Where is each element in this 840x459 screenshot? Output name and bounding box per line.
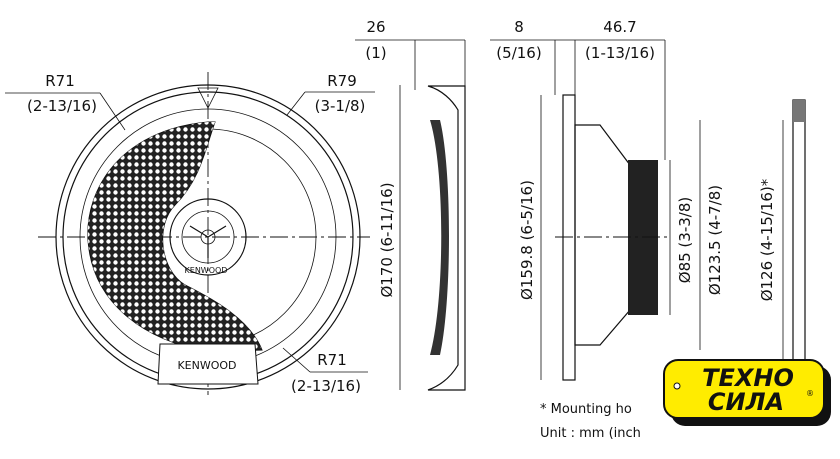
top-marker-icon <box>197 87 219 109</box>
tweeter-ring <box>181 210 235 264</box>
grille-holes <box>87 122 262 352</box>
r71-top-mm: R71 <box>45 72 75 90</box>
r71-bottom-inch: (2-13/16) <box>291 377 361 395</box>
r71-top-inch: (2-13/16) <box>27 97 97 115</box>
logo-hole <box>673 382 681 390</box>
flange-8-mm: 8 <box>514 18 524 36</box>
depth-46-mm: 46.7 <box>603 18 636 36</box>
tweeter-housing <box>169 198 247 276</box>
logo-badge <box>663 359 825 419</box>
speaker-side-view: Ø159.8 (6-5/16) Ø85 (3-3/8) Ø123.5 (4-7/… <box>490 18 724 381</box>
center-brand-label: KENWOOD <box>185 266 228 275</box>
mounting-panel <box>792 99 806 371</box>
front-view: KENWOOD KENWOOD R71 (2-13/16) R79 (3-1/8… <box>5 72 375 395</box>
depth-46-inch: (1-13/16) <box>585 44 655 62</box>
r71-bottom-mm: R71 <box>317 351 347 369</box>
r71-top-leader <box>99 92 126 131</box>
depth-26-inch: (1) <box>365 44 386 62</box>
diameter-170-label: Ø170 (6-11/16) <box>378 182 396 297</box>
diameter-126-label: Ø126 (4-15/16)* <box>758 178 776 301</box>
r71-bottom-leader <box>282 347 311 373</box>
grille-profile <box>427 85 466 391</box>
diameter-123-label: Ø123.5 (4-7/8) <box>706 185 724 295</box>
panel-hatch <box>793 100 805 122</box>
tehnosila-logo: ТЕХНО СИЛА ® <box>663 359 831 426</box>
outer-rim <box>55 84 361 390</box>
r79-leader <box>286 91 306 116</box>
magnet <box>628 160 658 315</box>
flange <box>562 94 576 381</box>
basket <box>574 124 631 346</box>
r79-mm: R79 <box>327 72 357 90</box>
logo-line2: СИЛА <box>708 388 784 416</box>
mounting-hole-view: Ø126 (4-15/16)* <box>758 99 806 371</box>
logo-registered-mark: ® <box>806 389 814 398</box>
tweeter-bridge <box>189 225 227 258</box>
logo-line1: ТЕХНО <box>702 364 794 392</box>
depth-26-mm: 26 <box>366 18 385 36</box>
grille-badge <box>157 343 259 385</box>
r79-inch: (3-1/8) <box>315 97 366 115</box>
unit-note: Unit : mm (inch <box>540 426 641 441</box>
diameter-85-label: Ø85 (3-3/8) <box>676 197 694 283</box>
diameter-159-label: Ø159.8 (6-5/16) <box>518 180 536 300</box>
mounting-note: * Mounting ho <box>540 402 632 417</box>
grille-side-view: 26 (1) <box>355 18 466 391</box>
flange-8-inch: (5/16) <box>496 44 541 62</box>
grille-mesh-profile <box>430 120 449 355</box>
grille-brand-label: KENWOOD <box>177 359 236 372</box>
